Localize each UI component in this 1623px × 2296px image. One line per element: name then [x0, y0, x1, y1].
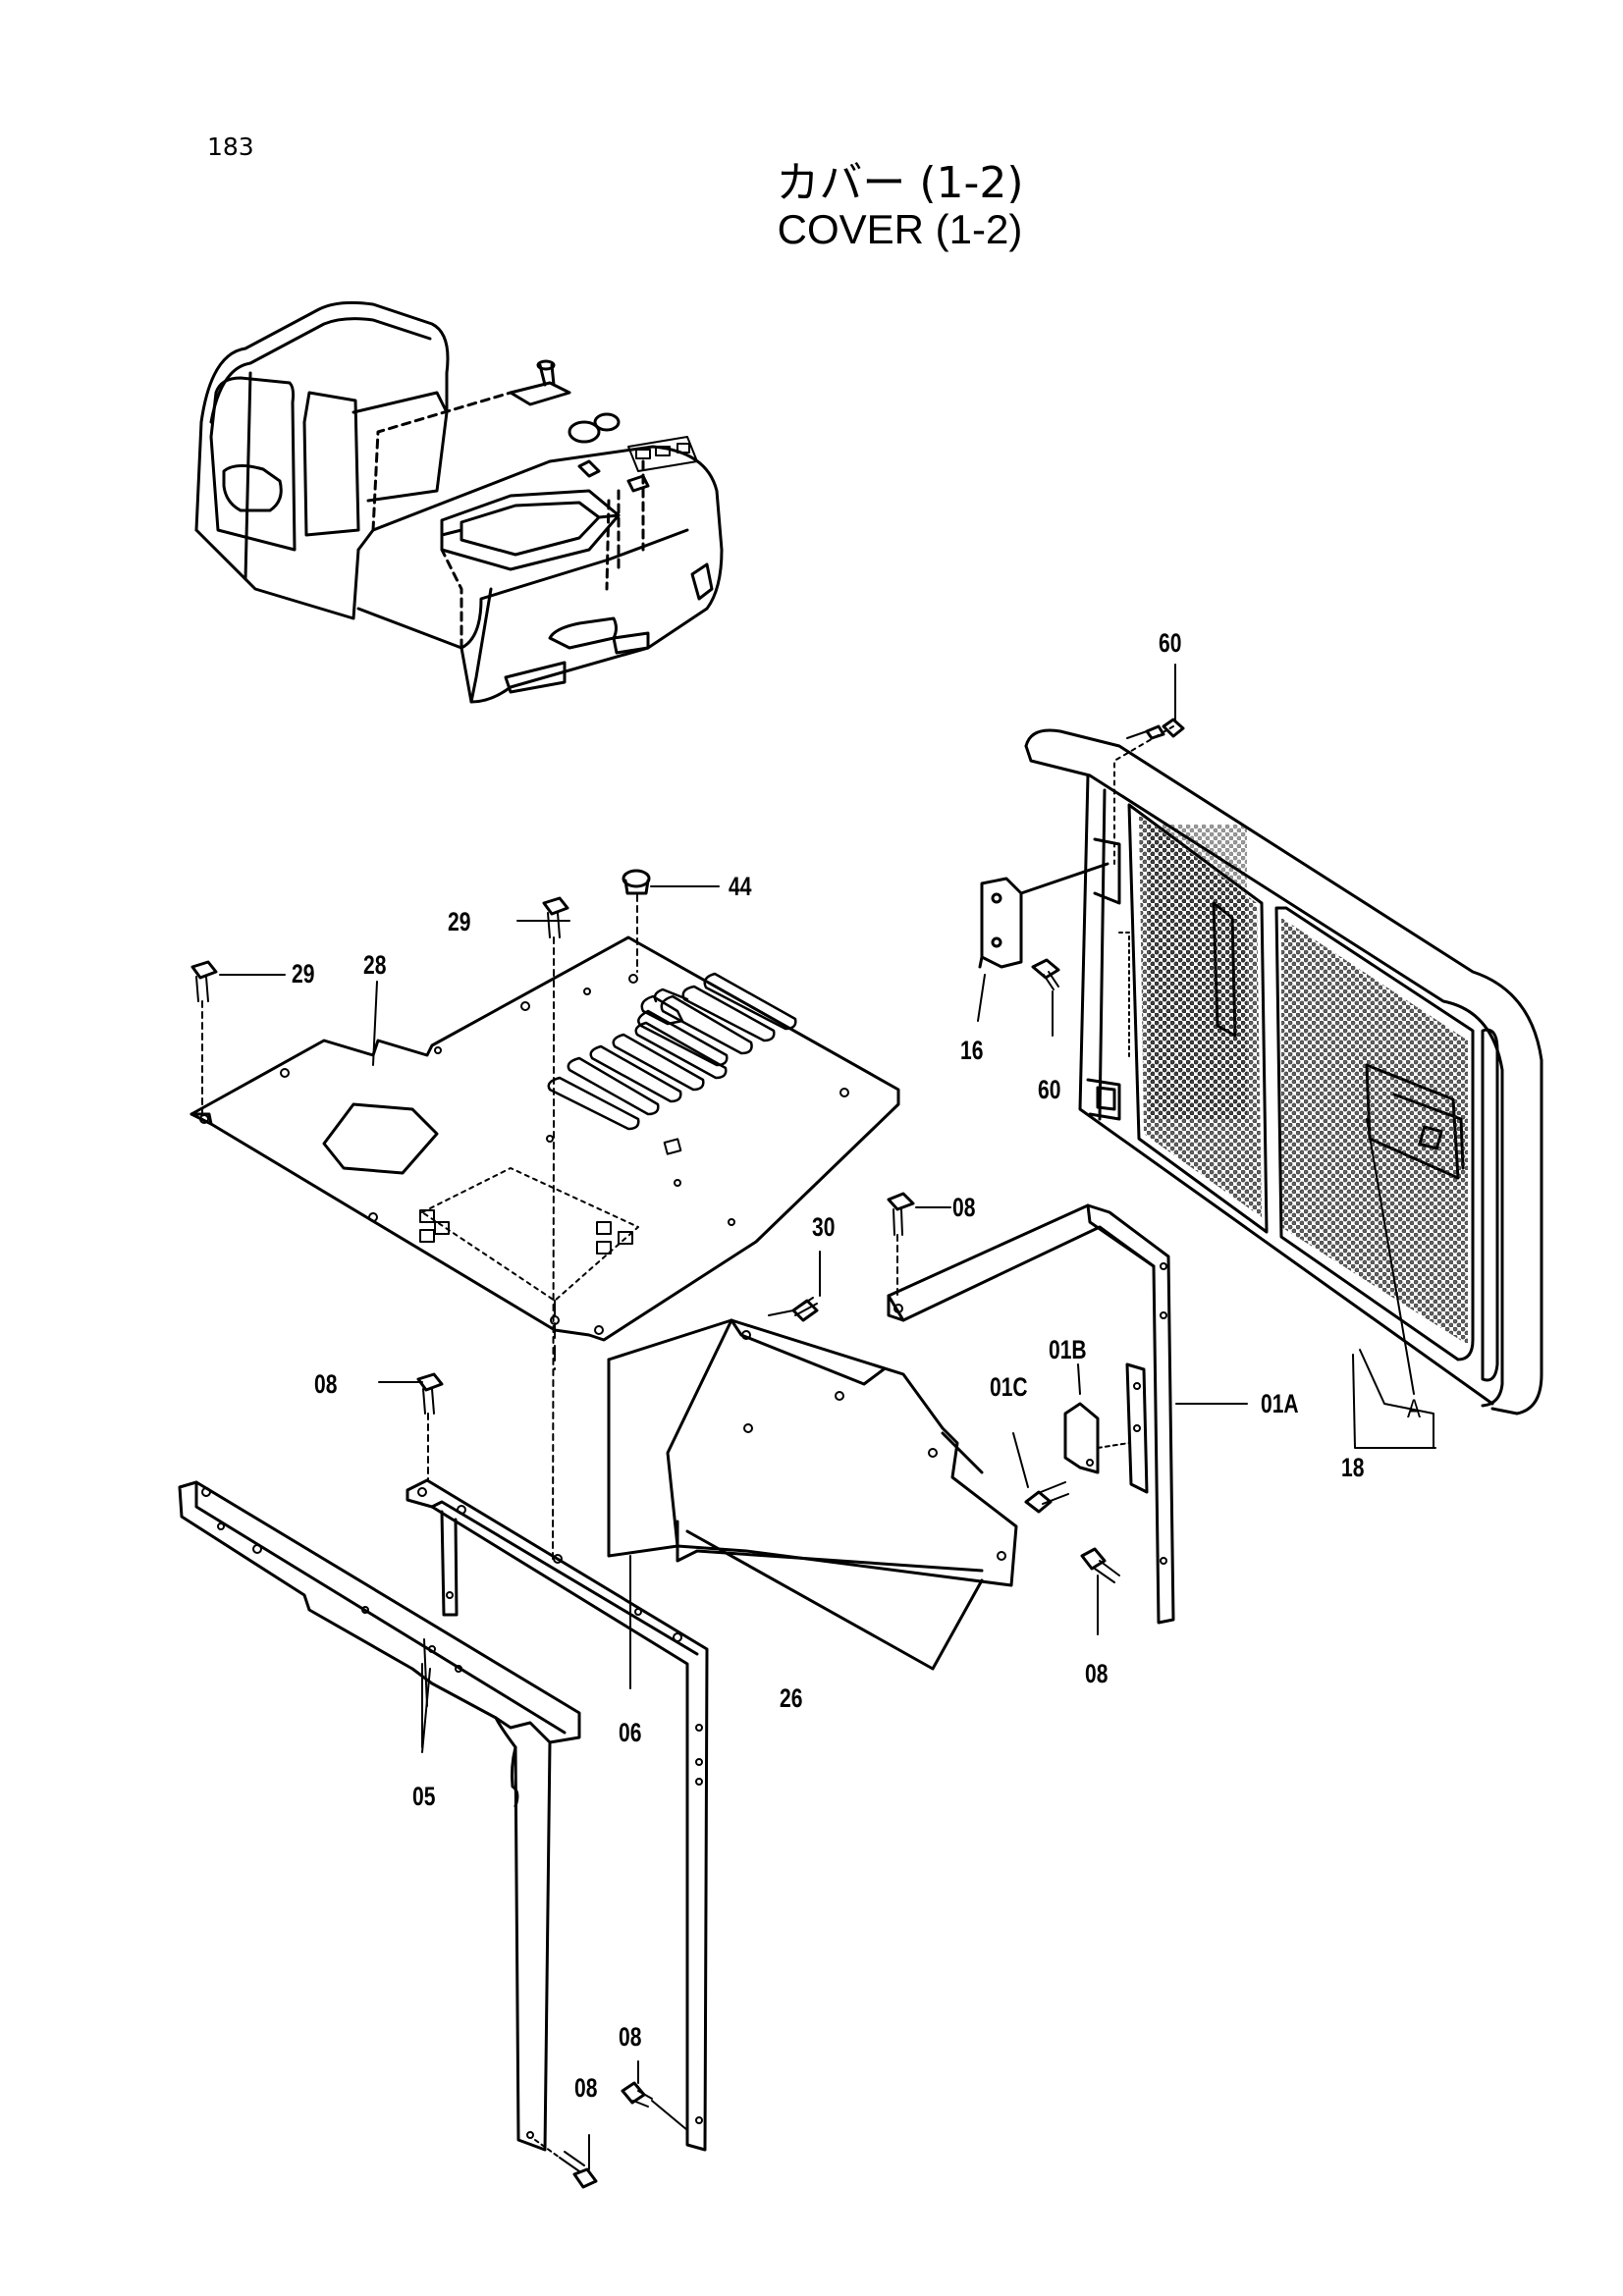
diagram-title-english: COVER (1-2): [777, 206, 1023, 252]
callout-06: 06: [619, 1718, 642, 1747]
callout-08-top-center: 08: [952, 1193, 976, 1222]
part-01b-bracket: [1063, 1402, 1130, 1474]
part-01c-bolt: [1024, 1481, 1069, 1514]
callout-08-bottom-right: 08: [619, 2022, 642, 2052]
page-number: 183: [207, 133, 254, 161]
part-60-bolt-top: [1113, 718, 1185, 865]
leader-28: [372, 981, 378, 1066]
part-28-top-plate: [189, 935, 900, 1370]
callout-26: 26: [780, 1683, 803, 1713]
callout-18: 18: [1341, 1453, 1365, 1482]
part-08-bolt-bottom-left: [534, 2139, 598, 2189]
callout-01c: 01C: [990, 1372, 1028, 1402]
part-60-bolt-lower: [1031, 958, 1060, 990]
part-26-duct: [607, 1318, 1018, 1671]
part-29-bolt-center: [542, 896, 569, 1562]
part-01a-frame: [887, 1203, 1175, 1625]
callout-a: A: [1407, 1394, 1422, 1423]
part-08-bolt-right: [1080, 1547, 1120, 1583]
callout-30: 30: [812, 1212, 836, 1242]
leader-05: [421, 1668, 431, 1753]
cover-panel-texture-right: [1281, 918, 1468, 1345]
callout-01a: 01A: [1261, 1389, 1299, 1418]
callout-60-top: 60: [1159, 628, 1182, 658]
callout-29-center: 29: [448, 907, 471, 936]
callout-05: 05: [412, 1782, 436, 1811]
callout-08-bottom-left: 08: [574, 2073, 598, 2103]
excavator-overview-illustration: [194, 300, 724, 704]
diagram-title-japanese: カバー (1-2): [776, 158, 1024, 208]
part-08-bolt-top-center: [887, 1192, 915, 1297]
part-08-bolt-bottom-right: [621, 2081, 688, 2131]
callout-08-right: 08: [1085, 1659, 1109, 1688]
part-08-bolt-left: [416, 1372, 444, 1481]
callout-60-lower: 60: [1038, 1075, 1061, 1104]
part-29-bolt-left: [190, 960, 218, 1115]
part-16-bracket: [978, 862, 1109, 969]
cover-panel-texture-left: [1139, 815, 1262, 1217]
callout-08-left: 08: [314, 1369, 338, 1399]
part-44-plug: [622, 869, 651, 973]
callout-01b: 01B: [1049, 1335, 1087, 1364]
callout-16: 16: [960, 1036, 984, 1065]
callout-29-left: 29: [292, 959, 315, 988]
part-05-frame: [178, 1480, 581, 2152]
leader-lines: [219, 664, 1436, 2170]
callout-44: 44: [729, 872, 752, 901]
callout-28: 28: [363, 950, 387, 980]
part-30-bolt: [768, 1297, 819, 1322]
part-06-frame: [406, 1478, 709, 2152]
